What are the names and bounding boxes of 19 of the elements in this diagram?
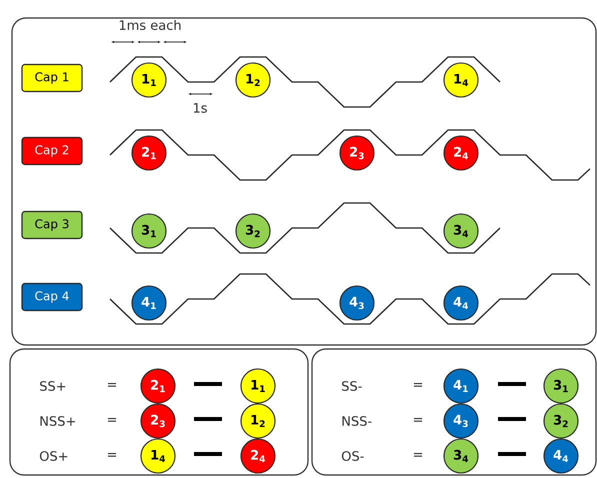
cap-label: Cap 1 — [21, 64, 83, 92]
cap-label: Cap 3 — [21, 210, 83, 240]
equals-sign: = — [108, 453, 116, 457]
equation-label: SS- — [342, 381, 362, 391]
equation-label: SS+ — [40, 381, 66, 391]
equation-label: OS- — [342, 451, 364, 461]
panel — [11, 17, 597, 346]
equation-label: NSS+ — [40, 416, 75, 426]
equation-label: NSS- — [342, 416, 372, 426]
equals-sign: = — [414, 383, 422, 387]
cap-label: Cap 4 — [21, 282, 83, 312]
dimension-label: 1s — [194, 103, 207, 113]
dimension-label: 1ms each — [120, 20, 180, 30]
equals-sign: = — [414, 418, 422, 422]
equals-sign: = — [108, 383, 116, 387]
equals-sign: = — [108, 418, 116, 422]
equals-sign: = — [414, 453, 422, 457]
cap-label: Cap 2 — [21, 136, 83, 166]
equation-label: OS+ — [40, 451, 68, 461]
